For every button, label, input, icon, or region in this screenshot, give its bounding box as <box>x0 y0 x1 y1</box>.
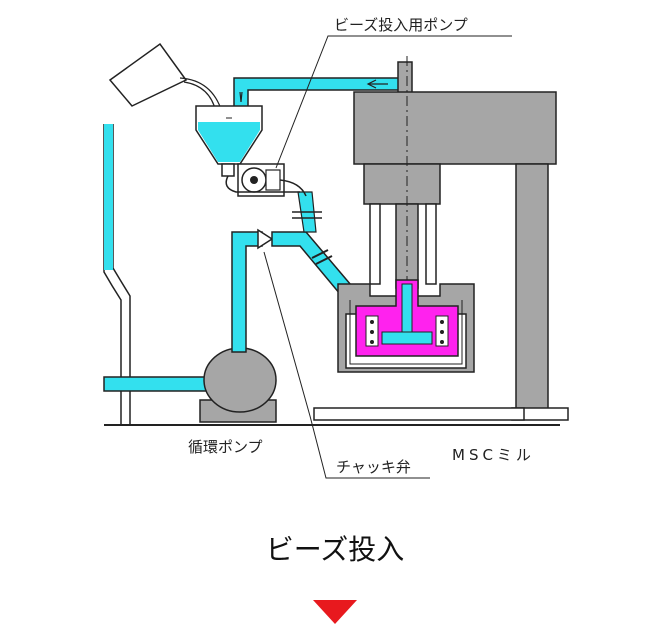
down-arrow-icon[interactable] <box>313 600 357 624</box>
check-valve-label: チャッキ弁 <box>336 458 411 476</box>
bead-charging-pump <box>225 163 307 197</box>
bead-bucket <box>108 42 223 113</box>
mill-rotor <box>355 279 459 357</box>
leader-lines <box>263 35 512 479</box>
mill-label: MSCミル <box>452 446 535 464</box>
circulation-pump <box>199 347 277 423</box>
mill-column <box>511 163 569 421</box>
left-frame <box>103 124 131 425</box>
mill-upper-housing <box>353 91 557 205</box>
overflow-pipe-riser <box>397 61 413 95</box>
circulation-pump-label: 循環ポンプ <box>188 438 263 456</box>
return-pipe <box>103 376 209 392</box>
bead-pump-label: ビーズ投入用ポンプ <box>334 16 468 34</box>
mill-shaft <box>369 203 437 289</box>
left-frame-liquid-strip <box>104 124 113 270</box>
circulation-pipe <box>231 231 263 353</box>
mill-base <box>313 407 525 421</box>
bead-hopper <box>195 105 263 177</box>
feed-pipe-flanges <box>311 249 333 265</box>
page-caption: ビーズ投入 <box>265 533 405 566</box>
bead-charging-diagram: ビーズ投入用ポンプ 循環ポンプ MSCミル チャッキ弁 <box>103 16 569 479</box>
check-valve <box>257 228 274 250</box>
